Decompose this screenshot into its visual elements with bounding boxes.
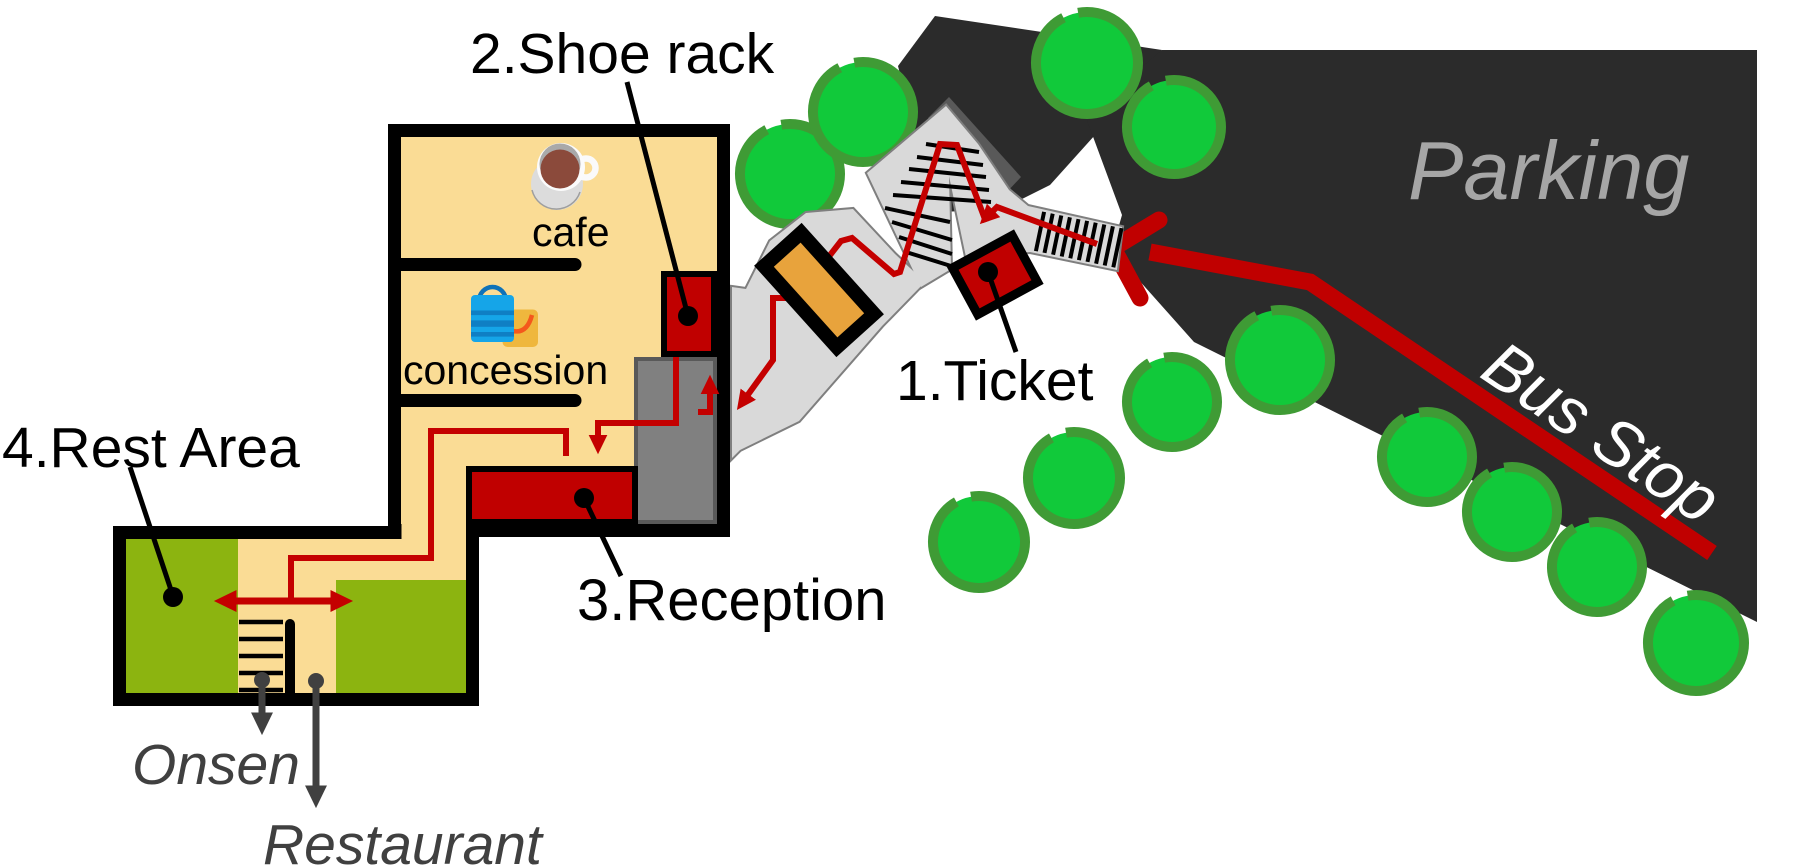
- svg-text:2.Shoe rack: 2.Shoe rack: [470, 22, 775, 86]
- svg-text:Onsen: Onsen: [132, 733, 300, 797]
- svg-text:Parking: Parking: [1408, 124, 1689, 217]
- svg-text:4.Rest Area: 4.Rest Area: [2, 416, 300, 480]
- svg-text:Restaurant: Restaurant: [263, 813, 544, 866]
- svg-text:1.Ticket: 1.Ticket: [896, 349, 1094, 413]
- svg-text:concession: concession: [403, 347, 608, 393]
- svg-text:cafe: cafe: [532, 209, 610, 255]
- svg-text:3.Reception: 3.Reception: [577, 568, 887, 633]
